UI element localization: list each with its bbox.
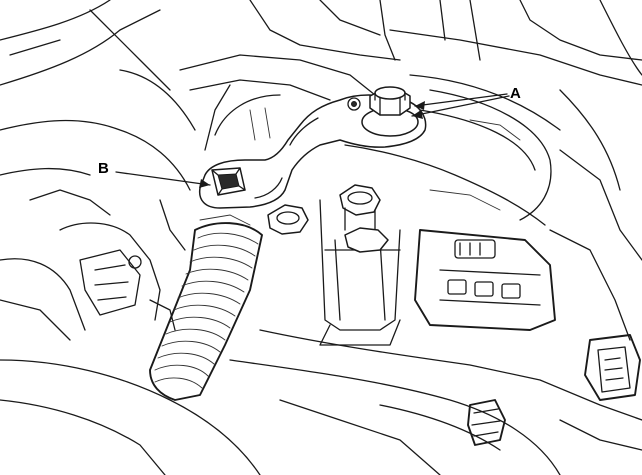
corrugated-boot [149, 222, 263, 401]
label-b: B [98, 160, 109, 177]
mount-bolts [267, 184, 389, 253]
label-a: A [510, 85, 521, 102]
leader-lines [115, 93, 510, 188]
shift-cable-bracket [198, 86, 427, 209]
